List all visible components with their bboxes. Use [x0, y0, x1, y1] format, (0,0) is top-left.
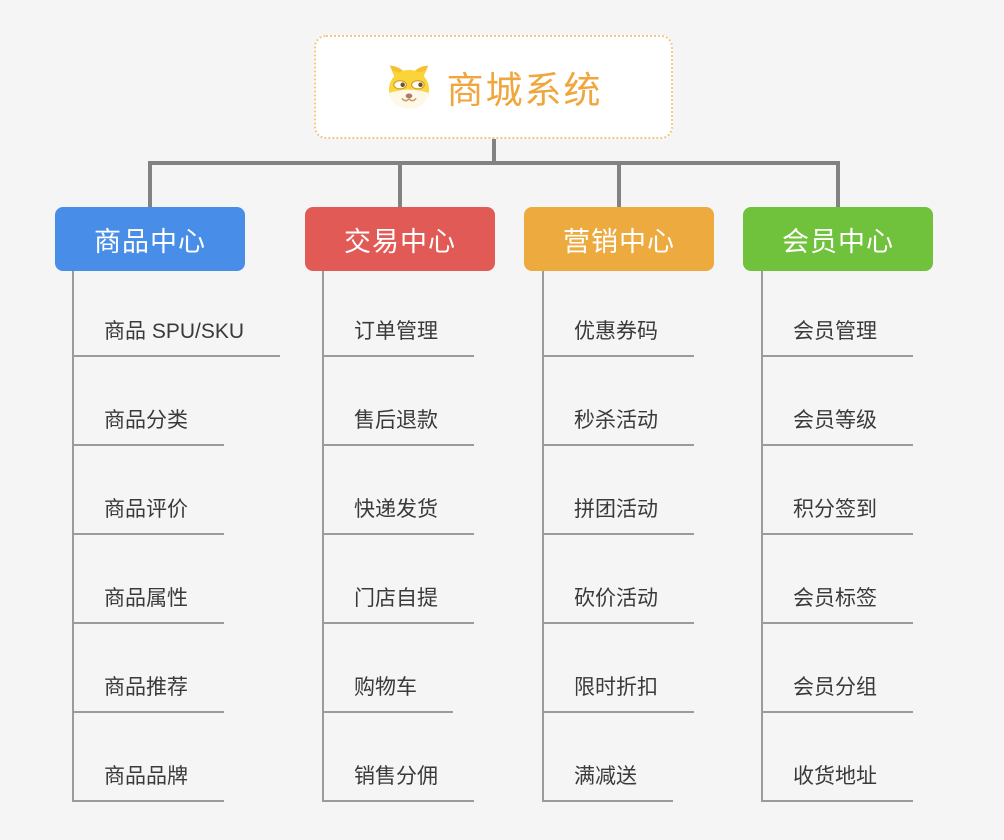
node-item[interactable]: 订单管理: [322, 319, 474, 357]
node-item[interactable]: 会员分组: [761, 675, 913, 713]
node-item[interactable]: 门店自提: [322, 586, 474, 624]
node-item[interactable]: 积分签到: [761, 497, 913, 535]
dog-face-icon: [388, 65, 429, 109]
node-item[interactable]: 商品属性: [72, 586, 224, 624]
root-node-mall-system[interactable]: 商城系统: [314, 35, 673, 139]
node-item[interactable]: 商品评价: [72, 497, 224, 535]
branch-header-members[interactable]: 会员中心: [743, 207, 933, 271]
node-item[interactable]: 砍价活动: [542, 586, 694, 624]
node-item[interactable]: 满减送: [542, 764, 673, 802]
node-item[interactable]: 快递发货: [322, 497, 474, 535]
branch-label: 交易中心: [344, 226, 456, 257]
root-title: 商城系统: [446, 70, 603, 111]
connector-drop-members: [836, 163, 840, 207]
branch-header-marketing[interactable]: 营销中心: [524, 207, 714, 271]
node-item[interactable]: 购物车: [322, 675, 453, 713]
node-item[interactable]: 销售分佣: [322, 764, 474, 802]
node-item[interactable]: 会员等级: [761, 408, 913, 446]
connector-root-stem: [492, 137, 496, 163]
node-item[interactable]: 商品分类: [72, 408, 224, 446]
node-item[interactable]: 商品推荐: [72, 675, 224, 713]
node-item[interactable]: 会员标签: [761, 586, 913, 624]
branch-column-trade: 订单管理 售后退款 快递发货 门店自提 购物车 销售分佣: [322, 271, 552, 803]
node-item[interactable]: 商品 SPU/SKU: [72, 319, 281, 357]
branch-column-marketing: 优惠券码 秒杀活动 拼团活动 砍价活动 限时折扣 满减送: [542, 271, 772, 803]
connector-drop-products: [148, 163, 152, 207]
connector-drop-marketing: [617, 163, 621, 207]
connector-drop-trade: [398, 163, 402, 207]
node-item[interactable]: 商品品牌: [72, 764, 224, 802]
node-item[interactable]: 售后退款: [322, 408, 474, 446]
branch-label: 商品中心: [94, 226, 206, 257]
branch-column-members: 会员管理 会员等级 积分签到 会员标签 会员分组 收货地址: [761, 271, 991, 803]
node-item[interactable]: 秒杀活动: [542, 408, 694, 446]
branch-column-products: 商品 SPU/SKU 商品分类 商品评价 商品属性 商品推荐 商品品牌: [72, 271, 302, 803]
node-item[interactable]: 拼团活动: [542, 497, 694, 535]
node-item[interactable]: 会员管理: [761, 319, 913, 357]
node-item[interactable]: 优惠券码: [542, 319, 694, 357]
branch-label: 营销中心: [563, 226, 675, 257]
branch-header-products[interactable]: 商品中心: [55, 207, 245, 271]
branch-label: 会员中心: [782, 226, 894, 257]
node-item[interactable]: 收货地址: [761, 764, 913, 802]
node-item[interactable]: 限时折扣: [542, 675, 694, 713]
connector-bus: [148, 161, 840, 165]
branch-header-trade[interactable]: 交易中心: [305, 207, 495, 271]
